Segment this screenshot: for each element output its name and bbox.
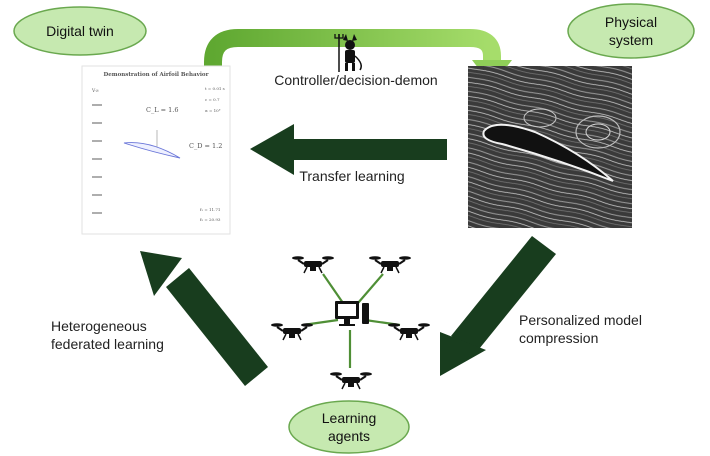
learning-agents-label-1: Learning xyxy=(322,410,377,426)
desktop-computer-icon xyxy=(335,301,369,326)
drone-top-left-icon xyxy=(291,255,335,274)
airfoil-panel-title: Demonstration of Airfoil Behavior xyxy=(104,72,209,78)
compression-label-2: compression xyxy=(519,330,598,346)
param-2: c = 0.7 xyxy=(205,97,220,102)
physical-system-node[interactable]: Physical system xyxy=(567,3,695,59)
drone-right-icon xyxy=(387,322,431,341)
airfoil-flow-photo xyxy=(468,66,632,228)
lift-coefficient-label: C_L = 1.6 xyxy=(146,106,178,114)
digital-twin-label: Digital twin xyxy=(46,23,114,39)
param-3: α = 10° xyxy=(205,108,221,113)
demon-with-trident-icon xyxy=(334,34,362,72)
federated-label-2: federated learning xyxy=(51,336,164,352)
param-1: t = 0.01 s xyxy=(205,86,225,91)
airfoil-simulation-panel: Demonstration of Airfoil Behavior V∞ C_L… xyxy=(81,65,231,235)
drone-top-right-icon xyxy=(368,255,412,274)
compression-label-1: Personalized model xyxy=(519,312,642,328)
metric-1: f₁ = 11.71 xyxy=(200,207,220,212)
federated-learning-arrow xyxy=(140,251,268,386)
compression-arrow xyxy=(440,236,556,376)
velocity-arrows xyxy=(92,104,102,214)
transfer-learning-arrow xyxy=(250,124,447,175)
airfoil-outline xyxy=(123,142,181,159)
physical-system-label-2: system xyxy=(609,32,653,48)
physical-system-label-1: Physical xyxy=(605,14,657,30)
drone-links xyxy=(302,273,401,368)
federated-label-1: Heterogeneous xyxy=(51,318,147,334)
drag-coefficient-label: C_D = 1.2 xyxy=(189,142,222,150)
transfer-learning-label: Transfer learning xyxy=(299,168,404,184)
digital-twin-node[interactable]: Digital twin xyxy=(13,6,147,56)
drone-bottom-icon xyxy=(329,371,373,390)
drone-left-icon xyxy=(270,322,314,341)
learning-agents-label-2: agents xyxy=(328,428,370,444)
metric-2: f₂ = 20.93 xyxy=(200,217,221,222)
airfoil-y-label: V∞ xyxy=(91,88,99,94)
learning-agents-node[interactable]: Learning agents xyxy=(288,400,410,454)
controller-label: Controller/decision-demon xyxy=(274,72,437,88)
